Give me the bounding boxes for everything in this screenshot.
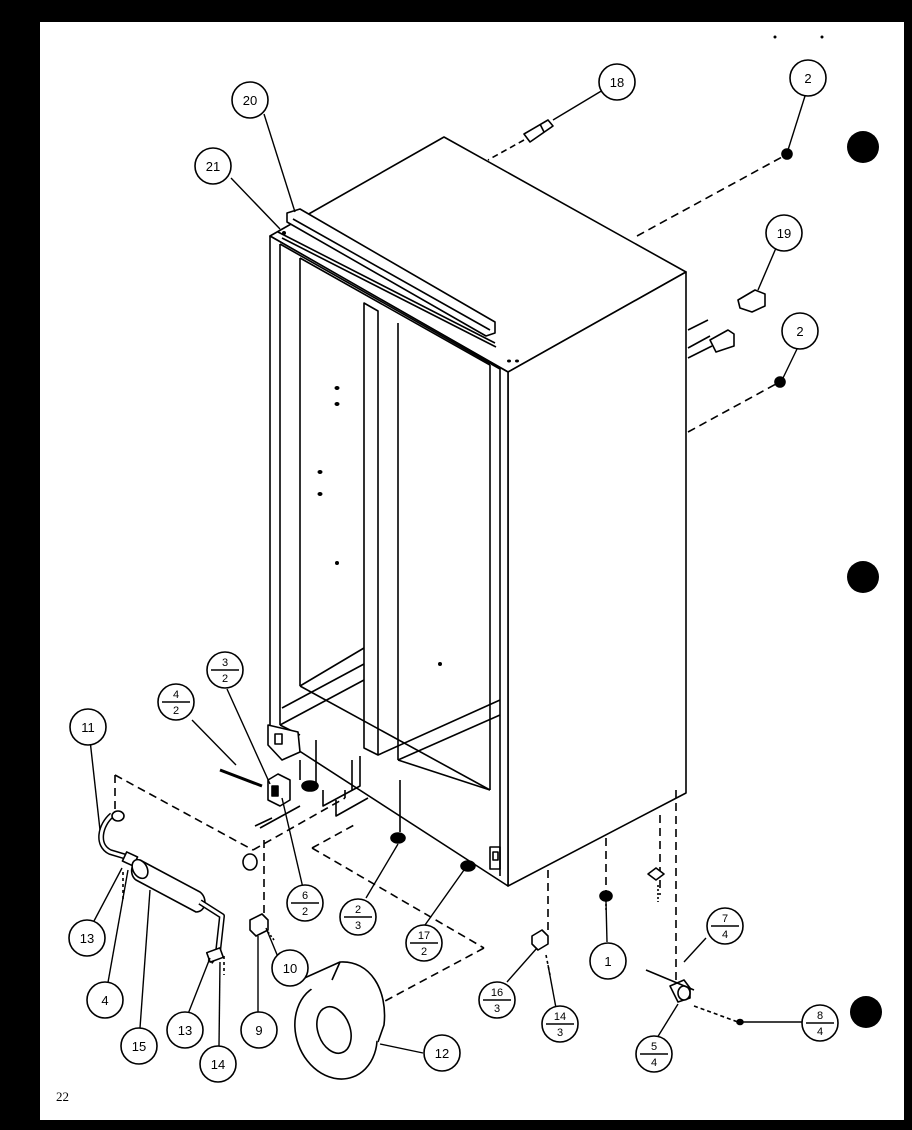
top-trim-bracket: [277, 208, 497, 348]
callout-14: 14: [199, 1045, 237, 1083]
part-5-roller: [645, 969, 804, 1026]
callout-2-over-3: 2 3: [339, 898, 377, 936]
callout-4: 4: [86, 981, 124, 1019]
callout-5-4-bottom: 4: [651, 1057, 657, 1069]
callout-3-2-bottom: 2: [222, 673, 228, 685]
lower-hinge-bracket: [267, 724, 501, 870]
hinge-hardware: [219, 768, 291, 827]
callout-3-over-2: 3 2: [206, 651, 244, 689]
callout-7-over-4: 7 4: [706, 907, 744, 945]
callout-14-over-3: 14 3: [541, 1005, 579, 1043]
callout-2-3-top: 2: [355, 904, 361, 916]
callout-13-left: 13: [68, 919, 106, 957]
callout-10-top: 10: [283, 961, 297, 976]
callout-17-2-top: 17: [418, 930, 430, 942]
drain-lines: [259, 756, 369, 829]
callout-19-top: 19: [777, 226, 791, 241]
callout-12: 12: [423, 1034, 461, 1072]
callout-8-4-top: 8: [817, 1010, 823, 1022]
callout-5-4-top: 5: [651, 1041, 657, 1053]
callout-4-2-top: 4: [173, 689, 179, 701]
callout-11: 11: [69, 708, 107, 746]
liner-holes: [282, 231, 519, 666]
callout-11-top: 11: [81, 720, 95, 735]
callout-5-over-4: 5 4: [635, 1035, 673, 1073]
cabinet-legs: [299, 740, 476, 872]
callout-14-3-top: 14: [554, 1011, 566, 1023]
callout-18-top: 18: [610, 75, 624, 90]
drain-tube-assembly: [98, 810, 225, 975]
callout-20-top: 20: [243, 93, 257, 108]
callout-9-top: 9: [255, 1023, 262, 1038]
callout-16-over-3: 16 3: [478, 981, 516, 1019]
callout-4-top: 4: [101, 993, 108, 1008]
callout-6-2-bottom: 2: [302, 906, 308, 918]
callout-2-upper-top: 2: [804, 71, 811, 86]
callout-17-2-bottom: 2: [421, 946, 427, 958]
leader-lines: [89, 89, 806, 1054]
callout-2-lower-top: 2: [796, 324, 803, 339]
part-12-insulation: [294, 961, 386, 1080]
clip-9: [242, 853, 275, 941]
callout-17-over-2: 17 2: [405, 924, 443, 962]
callout-16-3-bottom: 3: [494, 1003, 500, 1015]
callout-13-right-top: 13: [178, 1023, 192, 1038]
callout-4-2-bottom: 2: [173, 705, 179, 717]
part-16-fitting: [531, 929, 551, 976]
callout-2-3-bottom: 3: [355, 920, 361, 932]
callout-2-lower: 2: [781, 312, 819, 350]
binder-holes: [773, 35, 907, 1123]
callout-21-top: 21: [206, 159, 220, 174]
page-number: 22: [56, 1089, 69, 1104]
callout-7-4-top: 7: [722, 913, 728, 925]
callout-15-top: 15: [132, 1039, 146, 1054]
part-19-bracket: [687, 289, 766, 359]
callout-8-4-bottom: 4: [817, 1026, 823, 1038]
callout-18: 18: [598, 63, 636, 101]
callout-16-3-top: 16: [491, 987, 503, 999]
callout-4-over-2: 4 2: [157, 683, 195, 721]
callout-13-left-top: 13: [80, 931, 94, 946]
assembly-lines: [114, 156, 783, 1009]
callout-7-4-bottom: 4: [722, 929, 728, 941]
screws-part-2: [774, 148, 793, 388]
callout-6-over-2: 6 2: [286, 884, 324, 922]
callout-14-3-bottom: 3: [557, 1027, 563, 1039]
callout-1-top: 1: [604, 954, 611, 969]
callout-14-top: 14: [211, 1057, 225, 1072]
callout-3-2-top: 3: [222, 657, 228, 669]
part-18-plug: [487, 119, 554, 161]
callout-21: 21: [194, 147, 232, 185]
callout-9: 9: [240, 1011, 278, 1049]
part-1-leveler: [599, 867, 665, 910]
callout-12-top: 12: [435, 1046, 449, 1061]
callout-20: 20: [231, 81, 269, 119]
callout-10: 10: [271, 949, 309, 987]
callout-8-over-4: 8 4: [801, 1004, 839, 1042]
callout-19: 19: [765, 214, 803, 252]
cabinet-shell: [269, 136, 687, 887]
callout-13-right: 13: [166, 1011, 204, 1049]
callout-6-2-top: 6: [302, 890, 308, 902]
callout-15: 15: [120, 1027, 158, 1065]
callout-1: 1: [589, 942, 627, 980]
callout-2-upper: 2: [789, 59, 827, 97]
